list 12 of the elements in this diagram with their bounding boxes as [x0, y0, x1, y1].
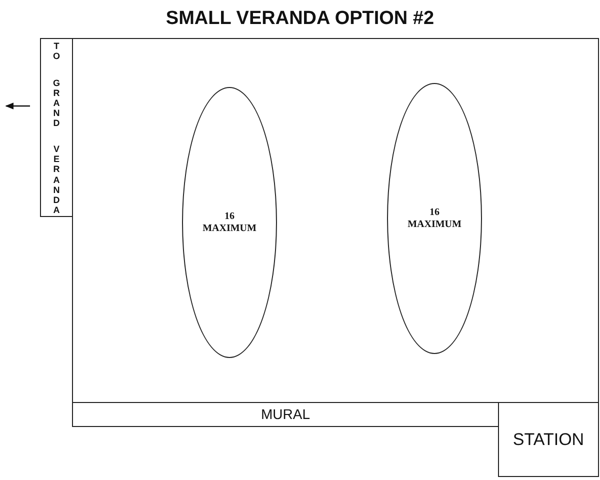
mural-wall: [72, 402, 499, 427]
table-oval: [182, 87, 277, 358]
doorway-box: [40, 38, 73, 217]
node-label: 16 MAXIMUM: [202, 211, 258, 234]
table-oval: [387, 83, 482, 354]
diagram-title: SMALL VERANDA OPTION #2: [164, 8, 436, 30]
node-label: TO GRAND VERANDA: [52, 41, 60, 217]
node-label: 16 MAXIMUM: [406, 207, 462, 230]
node-label: STATION: [512, 430, 584, 450]
room-outline: [72, 38, 599, 403]
station-box: [498, 402, 599, 477]
node-label: MURAL: [260, 406, 310, 423]
